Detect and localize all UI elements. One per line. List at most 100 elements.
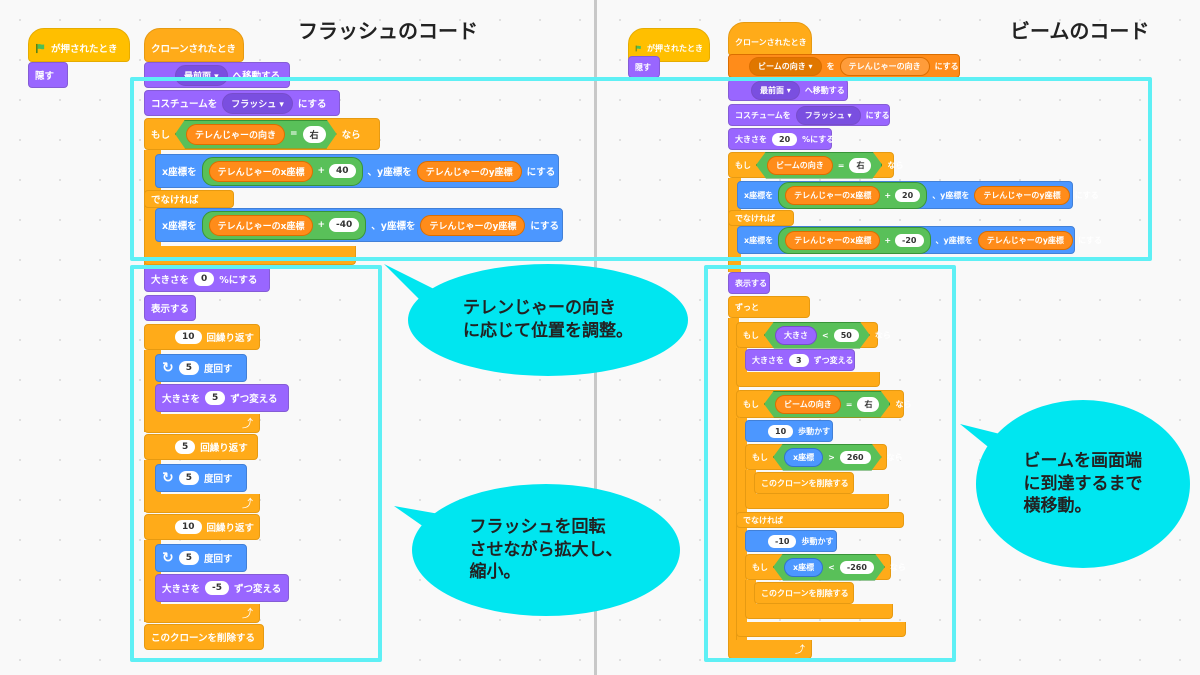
hide-block[interactable]: 隠す (28, 62, 68, 88)
variable-value[interactable]: テレんじゃーの向き (839, 56, 930, 76)
x-position-reporter[interactable]: x座標 (784, 448, 823, 467)
hide-block[interactable]: 隠す (628, 56, 660, 78)
less-than-condition[interactable]: 大きさ < 50 (764, 322, 870, 349)
show-label: 表示する (151, 304, 190, 315)
direction-variable[interactable]: テレんじゃーの向き (186, 124, 285, 145)
add-operator[interactable]: テレんじゃーのx座標 + 40 (201, 156, 363, 186)
x-variable[interactable]: テレんじゃーのx座標 (785, 230, 881, 250)
turn-degrees[interactable]: 5 (178, 471, 199, 485)
repeat-count[interactable]: 10 (175, 330, 202, 344)
change-size-block[interactable]: 大きさを -5 ずつ変える (155, 574, 289, 602)
turn-block[interactable]: ↻ 5 度回す (155, 464, 247, 492)
change-value[interactable]: 5 (205, 391, 226, 405)
costume-dropdown[interactable]: フラッシュ ▾ (795, 105, 861, 125)
add-operator[interactable]: テレんじゃーのx座標 + -40 (201, 210, 367, 240)
flag-hat-block[interactable]: が押されたとき (28, 28, 130, 62)
flash-highlight-box (130, 265, 382, 662)
change-value[interactable]: -5 (205, 581, 230, 595)
x-offset[interactable]: 20 (895, 188, 921, 202)
else-label: でなければ (735, 213, 775, 223)
equals-condition[interactable]: ビームの向き = 右 (756, 152, 882, 179)
set-size-block[interactable]: 大きさを 20 %にする (728, 128, 834, 150)
repeat-block-1[interactable]: 10 回繰り返す (144, 324, 260, 350)
set-size-block[interactable]: 大きさを 0 %にする (144, 266, 270, 292)
add-operator[interactable]: テレんじゃーのx座標 + 20 (778, 181, 928, 209)
if-else-block[interactable]: もし ビームの向き = 右 なら (728, 152, 903, 179)
change-value[interactable]: 3 (789, 353, 809, 367)
delete-clone-block[interactable]: このクローンを削除する (144, 624, 264, 650)
repeat-block-3[interactable]: 10 回繰り返す (144, 514, 260, 540)
set-xy-block-right[interactable]: x座標を テレんじゃーのx座標 + 40 、y座標を テレんじゃーのy座標 にす… (155, 154, 559, 188)
costume-block[interactable]: コスチュームを フラッシュ ▾ にする (144, 90, 340, 116)
y-variable[interactable]: テレんじゃーのy座標 (974, 185, 1070, 205)
forever-arm (728, 318, 739, 640)
size-threshold[interactable]: 50 (834, 329, 859, 342)
equals-condition[interactable]: ビームの向き = 右 (764, 391, 890, 418)
size-value[interactable]: 20 (772, 132, 798, 146)
forever-label: ずっと (735, 302, 759, 312)
setxy-suffix: にする (530, 221, 559, 232)
if-else-direction-block[interactable]: もし ビームの向き = 右 なら (736, 390, 911, 418)
turn-block[interactable]: ↻ 5 度回す (155, 544, 247, 572)
x-offset[interactable]: -20 (895, 233, 924, 247)
if-x-right-block[interactable]: もし x座標 > 260 なら (745, 444, 903, 471)
turn-degrees[interactable]: 5 (178, 361, 199, 375)
clone-hat-block[interactable]: クローンされたとき (144, 28, 244, 62)
turn-block[interactable]: ↻ 5 度回す (155, 354, 247, 382)
x-prefix: x座標を (744, 235, 774, 245)
direction-value[interactable]: 右 (303, 126, 326, 143)
y-variable[interactable]: テレんじゃーのy座標 (420, 214, 526, 236)
delete-clone-block[interactable]: このクローンを削除する (754, 472, 854, 494)
change-size-block[interactable]: 大きさを 5 ずつ変える (155, 384, 289, 412)
y-variable[interactable]: テレんじゃーのy座標 (416, 160, 522, 182)
set-variable-block[interactable]: ビームの向き ▾ を テレんじゃーの向き にする (728, 54, 960, 78)
turn-degrees[interactable]: 5 (178, 551, 199, 565)
greater-than-condition[interactable]: x座標 > 260 (773, 444, 882, 471)
if-else-block[interactable]: もし テレんじゃーの向き = 右 なら (144, 118, 380, 150)
move-block[interactable]: -10 歩動かす (745, 530, 837, 552)
layer-dropdown[interactable]: 最前面 ▾ (751, 80, 800, 100)
less-than-condition[interactable]: x座標 < -260 (773, 554, 885, 581)
x-variable[interactable]: テレんじゃーのx座標 (785, 185, 881, 205)
x-offset[interactable]: -40 (329, 218, 360, 232)
show-block[interactable]: 表示する (728, 272, 770, 294)
set-xy-block-right[interactable]: x座標を テレんじゃーのx座標 + 20 、y座標を テレんじゃーのy座標 にす… (737, 181, 1099, 209)
edge-value[interactable]: -260 (840, 561, 874, 574)
move-block[interactable]: 10 歩動かす (745, 420, 833, 442)
costume-dropdown[interactable]: フラッシュ ▾ (222, 92, 293, 114)
direction-variable[interactable]: ビームの向き (767, 156, 833, 175)
direction-variable[interactable]: ビームの向き (775, 395, 841, 414)
x-offset[interactable]: 40 (329, 164, 356, 178)
costume-value: フラッシュ (804, 110, 845, 120)
if-size-block[interactable]: もし 大きさ < 50 なら (736, 322, 891, 349)
repeat-block-2[interactable]: 5 回繰り返す (144, 434, 258, 460)
y-variable[interactable]: テレんじゃーのy座標 (977, 230, 1073, 250)
add-operator[interactable]: テレんじゃーのx座標 + -20 (778, 226, 931, 254)
direction-value[interactable]: 右 (849, 158, 871, 173)
set-xy-block-left[interactable]: x座標を テレんじゃーのx座標 + -20 、y座標を テレんじゃーのy座標 に… (737, 226, 1102, 254)
x-prefix: x座標を (744, 190, 774, 200)
change-size-block[interactable]: 大きさを 3 ずつ変える (745, 349, 855, 371)
repeat-count[interactable]: 10 (175, 520, 202, 534)
if-x-left-block[interactable]: もし x座標 < -260 なら (745, 554, 906, 581)
x-variable[interactable]: テレんじゃーのx座標 (208, 160, 314, 182)
set-xy-block-left[interactable]: x座標を テレんじゃーのx座標 + -40 、y座標を テレんじゃーのy座標 に… (155, 208, 563, 242)
delete-clone-block[interactable]: このクローンを削除する (754, 582, 854, 604)
if-label: もし (752, 562, 768, 572)
size-reporter[interactable]: 大きさ (775, 326, 817, 345)
x-variable[interactable]: テレんじゃーのx座標 (208, 214, 314, 236)
x-position-reporter[interactable]: x座標 (784, 558, 823, 577)
variable-dropdown[interactable]: ビームの向き ▾ (749, 56, 822, 76)
move-steps[interactable]: 10 (768, 424, 794, 438)
show-block[interactable]: 表示する (144, 295, 196, 321)
costume-block[interactable]: コスチュームを フラッシュ ▾ にする (728, 104, 890, 126)
green-flag-icon (635, 45, 641, 51)
equals-condition[interactable]: テレんじゃーの向き = 右 (175, 120, 337, 149)
clone-hat-block[interactable]: クローンされたとき (728, 22, 812, 56)
repeat-count[interactable]: 5 (175, 440, 196, 454)
direction-value[interactable]: 右 (857, 397, 879, 412)
forever-block[interactable]: ずっと (728, 296, 810, 318)
size-value[interactable]: 0 (194, 272, 215, 286)
move-steps[interactable]: -10 (768, 534, 797, 548)
edge-value[interactable]: 260 (840, 451, 871, 464)
